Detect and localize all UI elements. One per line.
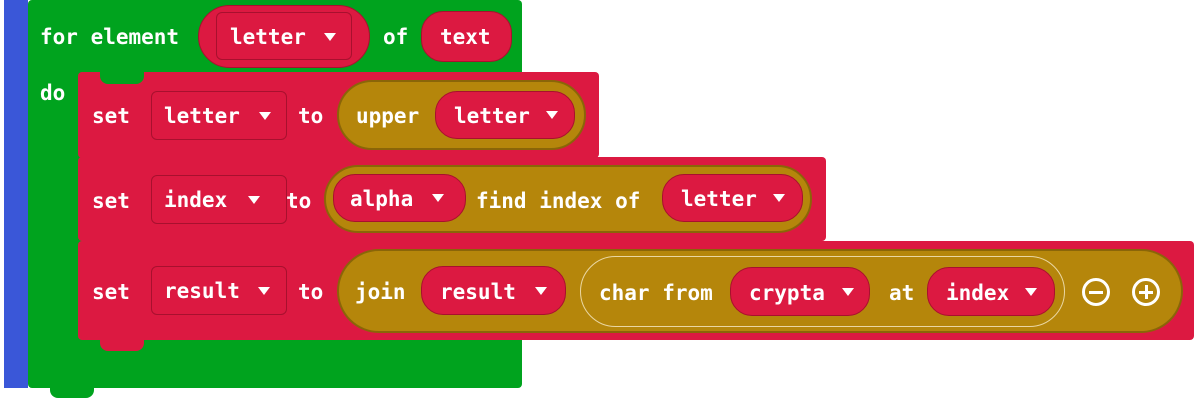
upper-argument-label: letter [454,104,530,128]
find-index-argument-label: letter [681,187,757,211]
char-from-index-label: index [946,281,1010,305]
iterable-variable[interactable]: text [421,11,512,62]
join-first-argument[interactable]: result [421,266,566,315]
join-label: join [355,280,406,304]
workspace-edge [4,0,28,388]
for-element-label: for element [40,25,180,49]
set-label: set [92,189,130,213]
find-index-argument[interactable]: letter [662,174,803,222]
caret-down-icon[interactable] [1025,288,1037,296]
find-index-object[interactable]: alpha [333,174,466,222]
block-bottom-notch [100,338,144,351]
loop-bottom-notch [50,384,94,398]
char-from-object[interactable]: crypta [730,267,870,316]
to-label: to [286,189,312,213]
set-label: set [92,104,130,128]
char-from-index[interactable]: index [927,267,1055,316]
loop-variable-dropdown[interactable]: letter [216,12,352,60]
set-variable-label: letter [164,104,240,128]
set-variable-dropdown[interactable]: letter [151,91,287,140]
caret-down-icon[interactable] [324,33,336,41]
char-from-label: char from [599,281,713,305]
upper-block[interactable]: upper letter [337,80,586,150]
iterable-label: text [440,25,491,49]
find-index-object-label: alpha [350,187,414,211]
caret-down-icon[interactable] [432,194,444,202]
join-first-argument-label: result [440,280,516,304]
set-label: set [92,280,130,304]
at-label: at [889,281,915,305]
loop-variable-label: letter [230,25,306,49]
caret-down-icon[interactable] [535,287,547,295]
caret-down-icon[interactable] [248,196,260,204]
set-variable-label: index [164,188,228,212]
upper-argument[interactable]: letter [435,91,575,139]
caret-down-icon[interactable] [773,194,785,202]
minus-circle-icon[interactable] [1082,278,1110,306]
caret-down-icon[interactable] [546,111,558,119]
set-variable-dropdown[interactable]: result [151,266,287,315]
set-variable-label: result [164,279,240,303]
char-from-object-label: crypta [749,281,825,305]
caret-down-icon[interactable] [259,112,271,120]
to-label: to [298,280,324,304]
char-from-block[interactable]: char from crypta at index [580,256,1065,327]
to-label: to [298,104,324,128]
upper-label: upper [356,104,420,128]
find-index-block[interactable]: alpha find index of letter [324,165,812,233]
set-variable-dropdown[interactable]: index [151,175,287,224]
plus-circle-icon[interactable] [1132,278,1160,306]
caret-down-icon[interactable] [258,287,270,295]
join-block[interactable]: join result char from crypta at index [337,249,1183,333]
caret-down-icon[interactable] [842,288,854,296]
do-label: do [40,81,66,105]
block-top-notch [100,72,144,84]
find-index-of-label: find index of [476,189,641,213]
of-label: of [383,25,409,49]
